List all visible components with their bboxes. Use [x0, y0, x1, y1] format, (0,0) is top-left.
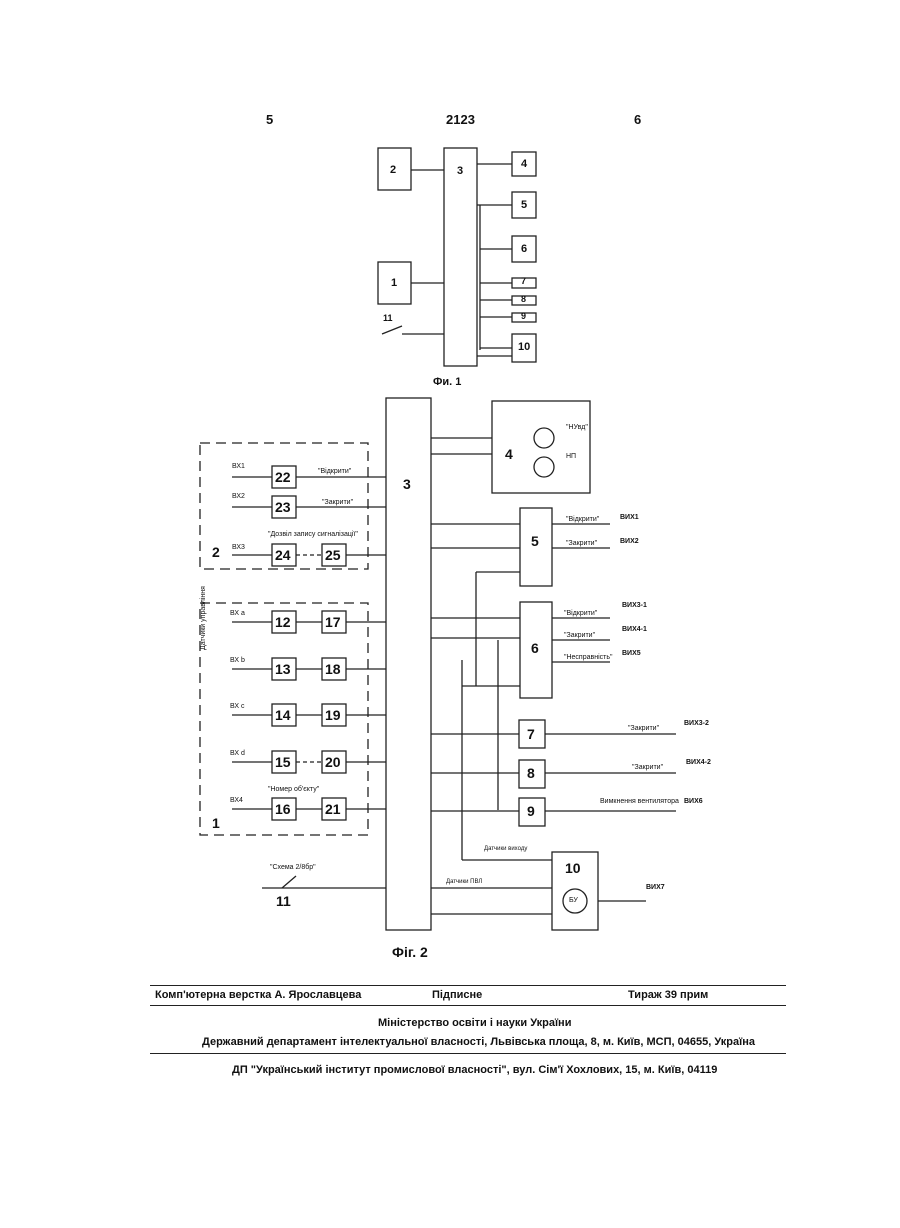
fig1-switch-label: 11	[383, 313, 393, 323]
block-6-out2-text: "Закрити"	[564, 632, 595, 639]
block-7-label: 7	[527, 726, 535, 742]
fig1-block-1: 1	[391, 277, 397, 289]
fig1-block-10: 10	[518, 341, 530, 353]
fig1-block-4: 4	[521, 158, 527, 170]
footer-institute: ДП "Український інститут промислової вла…	[232, 1064, 717, 1076]
input-vx1: ВХ1	[232, 463, 245, 470]
input-vx4-text: "Номер об'єкту"	[268, 786, 319, 793]
footer-ministry: Міністерство освіти і науки України	[378, 1017, 571, 1029]
input-vxa: ВХ а	[230, 610, 245, 617]
block-6-out1-text: "Відкрити"	[564, 610, 597, 617]
block-5-out2-text: "Закрити"	[566, 540, 597, 547]
block-20: 20	[325, 754, 341, 770]
input-vx1-text: "Відкрити"	[318, 468, 351, 475]
block-22: 22	[275, 469, 291, 485]
footer-circulation: Тираж 39 прим	[628, 989, 708, 1001]
input-vx2-text: "Закрити"	[322, 499, 353, 506]
block-4-lamp1: "НУвд"	[566, 424, 588, 431]
block-5-out2: ВИХ2	[620, 538, 639, 545]
fig1-block-9: 9	[521, 311, 526, 321]
block-5-out1: ВИХ1	[620, 514, 639, 521]
figure-2-diagram	[0, 390, 900, 950]
footer-rule-top	[150, 985, 786, 986]
block-5-out1-text: "Відкрити"	[566, 516, 599, 523]
block-6-label: 6	[531, 640, 539, 656]
fig2-caption: Фіг. 2	[392, 944, 428, 960]
footer-rule-bottom	[150, 1053, 786, 1054]
input-vx2: ВХ2	[232, 493, 245, 500]
footer-rule-mid	[150, 1005, 786, 1006]
block-8-label: 8	[527, 765, 535, 781]
footer-layout-by: Комп'ютерна верстка А. Ярославцева	[155, 989, 361, 1001]
switch-label: 11	[276, 893, 291, 909]
input-vx4: ВХ4	[230, 797, 243, 804]
block-10-label: 10	[565, 860, 581, 876]
block-6-out3: ВИХ5	[622, 650, 641, 657]
input-vx3: ВХ3	[232, 544, 245, 551]
block-17: 17	[325, 614, 341, 630]
group-1-label: 1	[212, 815, 220, 831]
group-1-vertical-label: Датчики управління	[200, 590, 207, 650]
switch-text: "Схема 2/8бр"	[270, 864, 316, 871]
main-block-3: 3	[403, 476, 411, 492]
input-vxd: ВХ d	[230, 750, 245, 757]
block-6-out1: ВИХ3-1	[622, 602, 647, 609]
input-vxc: ВХ с	[230, 703, 244, 710]
block-9-label: 9	[527, 803, 535, 819]
block-5-label: 5	[531, 533, 539, 549]
block-10-lamp: БУ	[569, 897, 578, 904]
fig1-block-5: 5	[521, 199, 527, 211]
fig1-block-6: 6	[521, 243, 527, 255]
block-19: 19	[325, 707, 341, 723]
block-8-out-text: "Закрити"	[632, 764, 663, 771]
fig1-block-8: 8	[521, 294, 526, 304]
block-10-in1: Датчики виходу	[484, 846, 528, 853]
block-9-out-text: Вимкнення вентилятора	[600, 798, 679, 805]
fig1-block-7: 7	[521, 276, 526, 286]
block-18: 18	[325, 661, 341, 677]
block-21: 21	[325, 801, 341, 817]
input-vxb: ВХ b	[230, 657, 245, 664]
fig1-caption: Фи. 1	[433, 376, 461, 388]
block-14: 14	[275, 707, 291, 723]
block-24: 24	[275, 547, 291, 563]
block-23: 23	[275, 499, 291, 515]
footer-department: Державний департамент інтелектуальної вл…	[202, 1036, 755, 1048]
fig1-block-2: 2	[390, 164, 396, 176]
group-2-title: "Дозвіл запису сигналізації"	[268, 531, 358, 538]
block-13: 13	[275, 661, 291, 677]
block-10-out: ВИХ7	[646, 884, 665, 891]
block-10-in2: Датчики ПВЛ	[446, 879, 482, 885]
figure-1-diagram	[0, 0, 900, 400]
block-4-label: 4	[505, 446, 513, 462]
block-25: 25	[325, 547, 341, 563]
block-9-out: ВИХ6	[684, 798, 703, 805]
block-4-lamp2: НП	[566, 453, 576, 460]
block-6-out2: ВИХ4-1	[622, 626, 647, 633]
block-15: 15	[275, 754, 291, 770]
block-8-out: ВИХ4-2	[686, 759, 711, 766]
block-16: 16	[275, 801, 291, 817]
block-6-out3-text: "Несправність"	[564, 654, 613, 661]
block-12: 12	[275, 614, 291, 630]
block-7-out-text: "Закрити"	[628, 725, 659, 732]
footer-signed: Підписне	[432, 989, 482, 1001]
fig1-block-3: 3	[457, 165, 463, 177]
group-2-label: 2	[212, 544, 220, 560]
block-7-out: ВИХ3-2	[684, 720, 709, 727]
